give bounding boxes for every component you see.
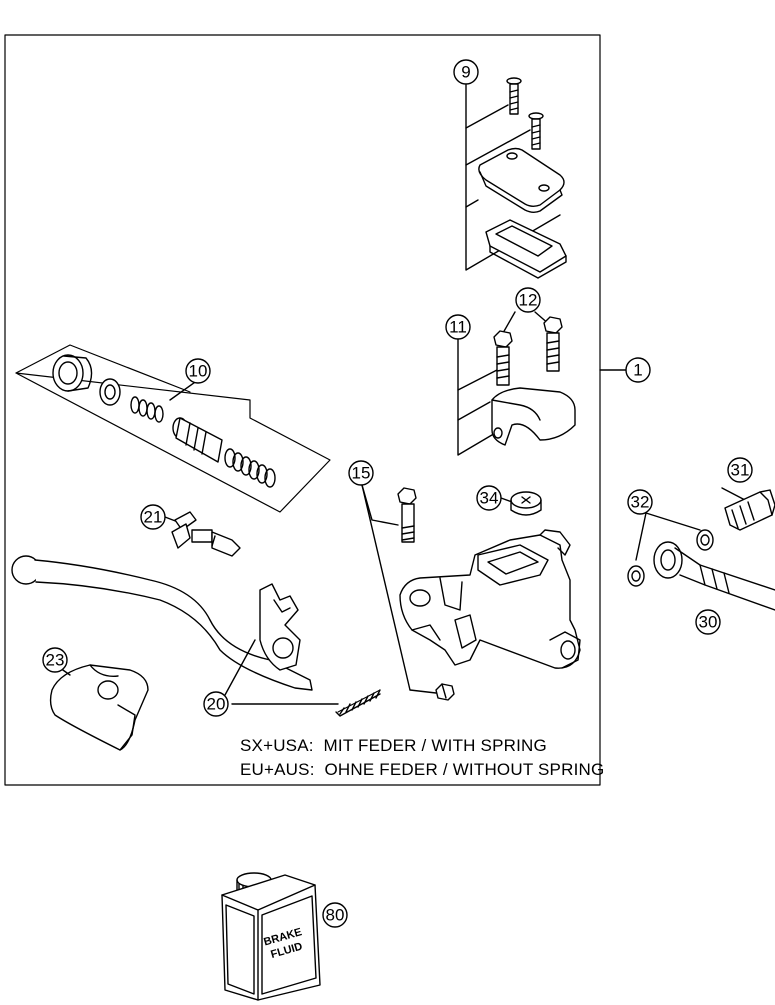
callout-31: 31	[731, 461, 750, 480]
callout-30: 30	[699, 613, 718, 632]
adjuster-knob	[164, 511, 241, 557]
brake-lever	[11, 555, 313, 696]
spring-note-eu-aus: EU+AUS: OHNE FEDER / WITHOUT SPRING	[240, 760, 605, 779]
lever-boot	[49, 664, 149, 751]
brake-fluid-bottle	[221, 872, 321, 1001]
clamp-group	[457, 311, 576, 456]
callout-9: 9	[461, 63, 470, 82]
callout-9-circle	[453, 59, 479, 85]
callout-34: 34	[480, 489, 499, 508]
brake-line-group	[627, 487, 775, 611]
callout-20-circle	[203, 691, 229, 717]
callout-1: 1	[633, 361, 642, 380]
callout-34-circle	[476, 485, 502, 511]
pivot-bolt-group	[361, 484, 455, 701]
callout-32-circle	[627, 489, 653, 515]
callout-15: 15	[352, 464, 371, 483]
lever-spring	[231, 689, 381, 717]
callout-23-circle	[42, 647, 68, 673]
callout-12: 12	[519, 291, 538, 310]
callout-11-circle	[445, 314, 471, 340]
callout-11: 11	[449, 318, 467, 337]
reservoir-cover-group	[465, 77, 567, 279]
callout-32: 32	[631, 493, 650, 512]
callout-80-circle	[322, 902, 348, 928]
callout-10-circle	[185, 358, 211, 384]
callout-23: 23	[46, 651, 65, 670]
callout-21: 21	[144, 508, 163, 527]
assembly-frame	[4, 34, 601, 786]
callout-15-circle	[348, 460, 374, 486]
spring-note-sx-usa: SX+USA: MIT FEDER / WITH SPRING	[240, 736, 547, 755]
callout-12-circle	[515, 287, 541, 313]
callout-31-circle	[727, 457, 753, 483]
callout-80: 80	[326, 906, 345, 925]
callout-30-circle	[695, 609, 721, 635]
master-cylinder-body	[399, 529, 581, 669]
piston-kit-group	[15, 344, 331, 513]
reservoir-cap	[500, 491, 542, 516]
callout-20: 20	[207, 695, 226, 714]
callout-21-circle	[140, 504, 166, 530]
callout-10: 10	[189, 362, 208, 381]
callout-1-circle	[625, 357, 651, 383]
